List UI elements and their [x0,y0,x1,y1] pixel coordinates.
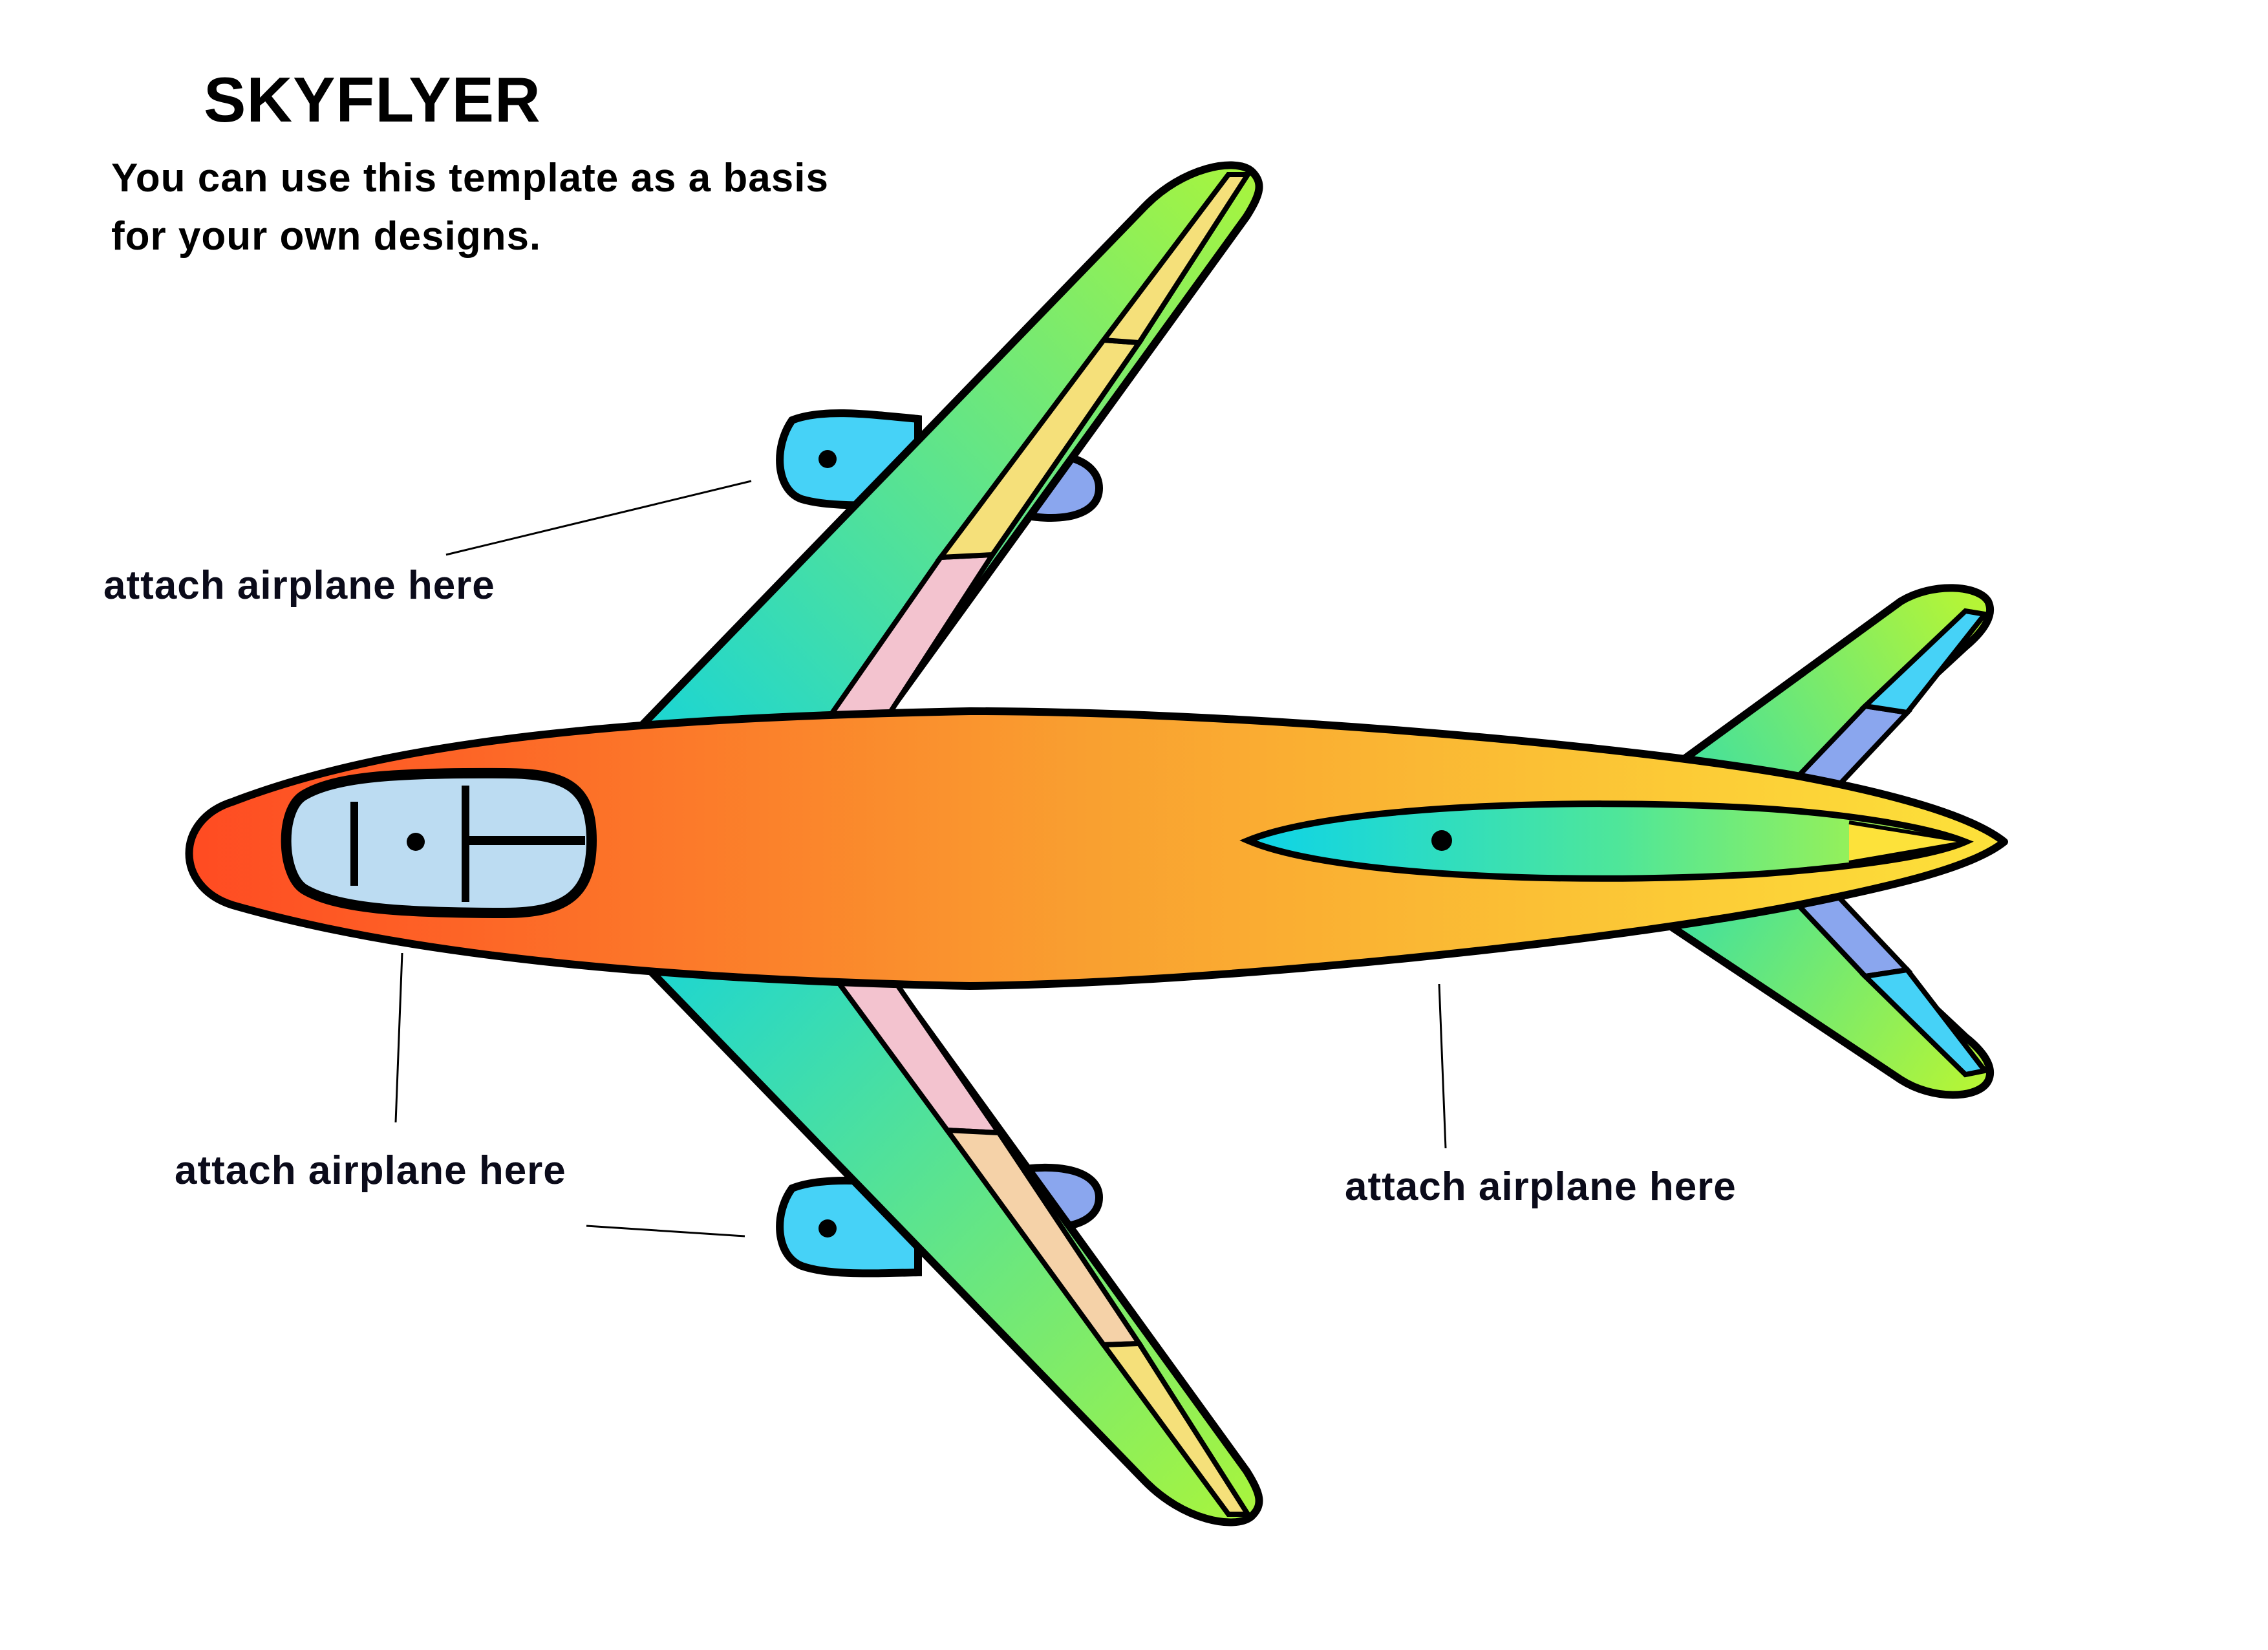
engine-top-dot [818,450,837,468]
cockpit [281,767,597,918]
wing-top [633,161,1263,734]
wing-bottom [633,953,1263,1527]
engine-bottom-dot [818,1219,837,1238]
fuselage [185,707,2008,990]
subtitle-line-2: for your own designs. [111,214,542,259]
tail-fin [1239,800,1974,882]
cockpit-dot [407,833,425,851]
page-title: SKYFLYER [204,64,541,135]
tail-fin-dot [1431,830,1452,851]
attach-label-upper-left: attach airplane here [103,563,495,608]
attach-label-right: attach airplane here [1345,1164,1737,1209]
leader-line-upper-left [445,480,752,556]
leader-lines [394,480,1447,1238]
leader-line-right [1438,983,1447,1149]
leader-line-lower-left-b [586,1225,745,1238]
attach-label-lower-left: attach airplane here [175,1148,566,1193]
tail-bottom [1664,875,1995,1099]
leader-line-lower-left-a [394,952,403,1123]
subtitle-line-1: You can use this template as a basis [111,156,829,200]
